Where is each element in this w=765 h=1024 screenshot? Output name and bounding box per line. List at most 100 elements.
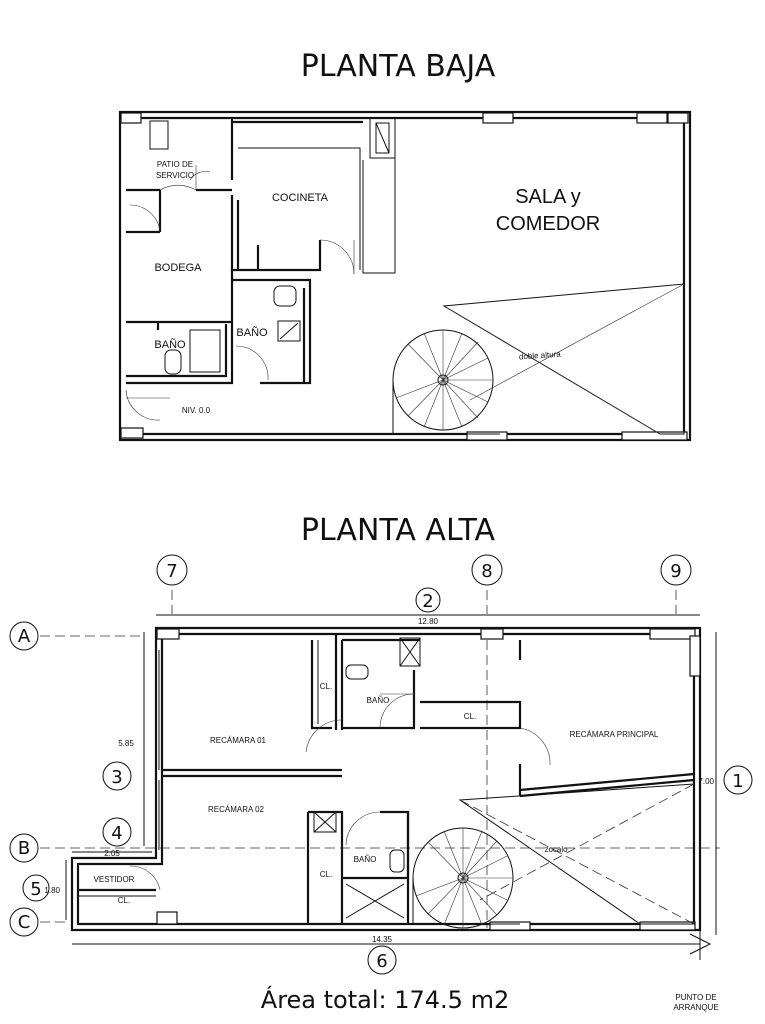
svg-text:2: 2 <box>422 591 433 612</box>
wall <box>362 158 396 274</box>
column <box>156 628 180 640</box>
window <box>649 628 696 640</box>
svg-text:1: 1 <box>732 771 743 792</box>
svg-text:5: 5 <box>30 879 41 900</box>
spiral-stair-ground <box>392 329 500 435</box>
counter <box>238 147 361 270</box>
door-swing <box>125 389 161 421</box>
svg-text:B: B <box>18 838 30 859</box>
label-cl-3: CL. <box>320 870 332 879</box>
axis-bubble-9: 9 <box>660 554 692 586</box>
wall-diagonal <box>519 778 695 798</box>
void-diagonal <box>443 305 661 435</box>
sink <box>149 120 169 150</box>
wall <box>232 278 312 385</box>
dim-left: 5.85 <box>118 739 134 748</box>
wall <box>342 810 410 880</box>
wall <box>420 700 522 730</box>
axis-bubble-b: B <box>9 833 39 863</box>
duct-x <box>375 122 390 154</box>
window <box>621 431 688 441</box>
door-swing <box>159 184 197 191</box>
door-swing <box>319 239 355 275</box>
ground-floor-plan: PATIO DE SERVICIO COCINETA SALA y COMEDO… <box>118 110 692 442</box>
door-swing <box>235 345 269 381</box>
wall <box>230 195 322 272</box>
label-bano-1: BAÑO <box>154 338 186 351</box>
duct-inner <box>375 122 390 154</box>
axis-bubble-2: 2 <box>415 587 441 613</box>
axis-bubble-a: A <box>9 621 39 651</box>
spiral-stair-upper <box>412 827 520 929</box>
upper-inner-wall <box>76 632 696 926</box>
duct <box>313 811 337 833</box>
axis-bubble-1: 1 <box>723 765 753 795</box>
column <box>120 427 144 439</box>
wall <box>308 810 344 924</box>
label-sala-1: SALA y <box>515 186 581 208</box>
axis-bubble-4: 4 <box>102 817 132 847</box>
axis-bubble-5: 5 <box>22 874 50 902</box>
svg-text:7: 7 <box>166 561 177 582</box>
svg-text:C: C <box>18 912 31 933</box>
wall <box>342 670 416 730</box>
door-swing <box>379 693 415 729</box>
door-swing <box>189 171 211 181</box>
total-area: Área total: 174.5 m2 <box>261 985 509 1014</box>
label-sala-2: COMEDOR <box>496 213 600 235</box>
door-swing <box>129 865 161 891</box>
label-bano-bottom: BAÑO <box>354 855 377 864</box>
toilet <box>164 349 182 375</box>
sink-x <box>279 322 299 340</box>
door-swing <box>519 727 551 766</box>
label-bodega: BODEGA <box>154 262 202 274</box>
sink <box>277 320 301 342</box>
label-punto-2: ARRANQUE <box>673 1003 718 1012</box>
label-patio-1: PATIO DE <box>157 160 193 169</box>
void-diagonal <box>479 783 695 901</box>
window <box>466 431 508 441</box>
shower <box>189 329 221 373</box>
toilet <box>345 664 369 680</box>
wall-diagonal <box>519 772 695 792</box>
axis-bubble-7: 7 <box>156 554 188 586</box>
upper-outer-wall <box>70 626 702 932</box>
stair-hatch <box>345 883 405 919</box>
dim-vestidor: 1.80 <box>44 886 60 895</box>
window <box>639 921 696 931</box>
axis-bubble-3: 3 <box>102 761 132 791</box>
dim-right: 7.00 <box>698 777 714 786</box>
label-cl-4: CL. <box>118 896 130 905</box>
svg-text:3: 3 <box>111 767 122 788</box>
label-bano-2: BAÑO <box>236 326 268 339</box>
axis-bubble-c: C <box>9 907 39 937</box>
label-cl-2: CL. <box>464 712 476 721</box>
label-cl-1: CL. <box>320 682 332 691</box>
ground-floor-title: PLANTA BAJA <box>301 49 496 84</box>
svg-text:4: 4 <box>111 823 122 844</box>
label-vestidor: VESTIDOR <box>94 875 135 884</box>
upper-floor-title: PLANTA ALTA <box>301 513 496 548</box>
door-swing <box>345 811 381 846</box>
label-recamara-01: RECÁMARA 01 <box>210 736 267 745</box>
door-swing <box>305 719 343 753</box>
svg-text:6: 6 <box>376 951 387 972</box>
void-zone <box>458 783 695 925</box>
duct <box>369 117 396 159</box>
dim-bottom: 14.35 <box>372 935 393 944</box>
wall <box>126 270 234 385</box>
label-nivel: NIV. 0.0 <box>182 406 211 415</box>
dim-small: 2.05 <box>104 849 120 858</box>
origin-marker <box>689 930 712 960</box>
door-swing <box>129 204 161 233</box>
duct <box>399 637 421 667</box>
column <box>120 112 142 124</box>
column <box>480 628 504 640</box>
upper-floor-plan: 7 8 9 2 A 3 4 B <box>9 554 753 1012</box>
column <box>636 112 668 124</box>
label-zocalo: zocalo <box>544 845 568 854</box>
column <box>156 911 178 925</box>
axis-bubble-8: 8 <box>471 554 503 586</box>
label-cocineta: COCINETA <box>272 192 329 204</box>
toilet <box>273 285 297 307</box>
